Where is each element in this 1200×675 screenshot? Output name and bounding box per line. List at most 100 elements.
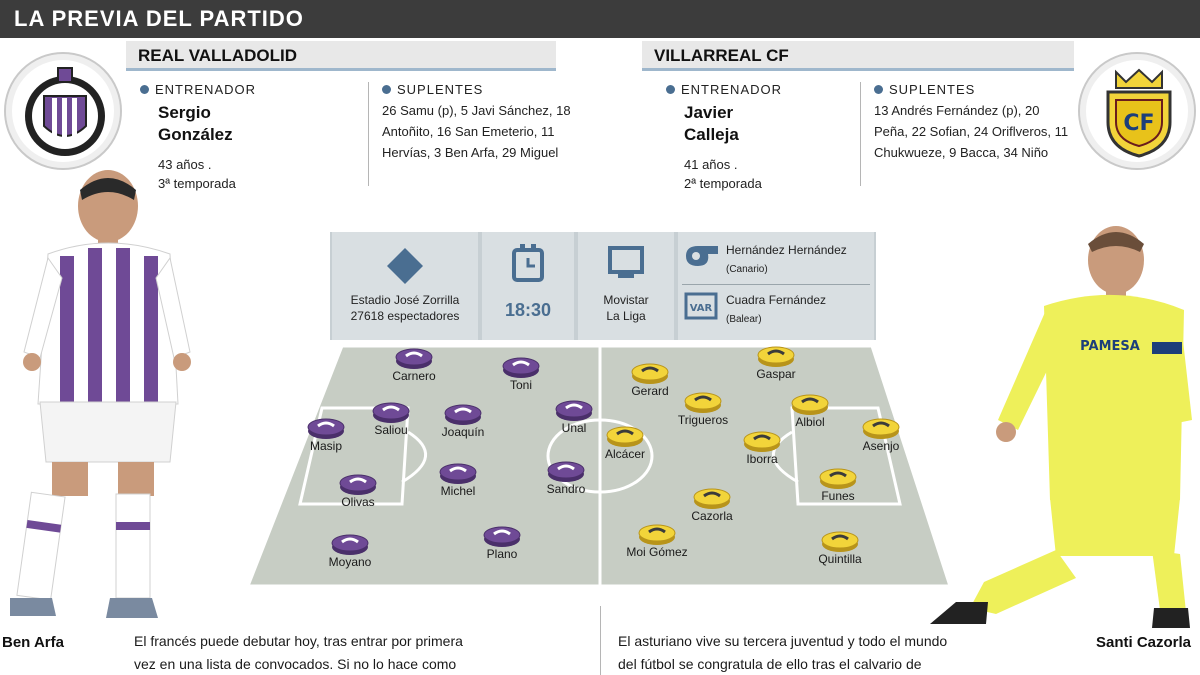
away-player-label-9: Gerard [631,384,669,398]
banner-title: LA PREVIA DEL PARTIDO [14,6,304,31]
away-player-chip-9 [631,363,669,384]
home-player-chip-7 [395,348,433,369]
away-player-chip-11 [606,426,644,447]
home-player-label-5: Joaquín [441,425,485,439]
home-subs-heading: SUPLENTES [382,82,483,97]
var-name: Cuadra Fernández [726,293,827,307]
ball-icon [387,248,423,284]
officials-cell: Hernández Hernández (Canario) VAR Cuadra… [678,232,874,340]
away-player-label-1: Asenjo [862,439,900,453]
away-player-chip-8 [638,524,676,545]
home-player-chip-4 [372,402,410,423]
clock-icon [512,244,544,282]
right-player-name: Santi Cazorla [1096,634,1192,651]
bottom-divider [600,606,601,675]
home-coach-last-name: González [158,125,233,144]
right-bio-line-2: del fútbol se congratula de ello tras el… [618,656,922,672]
away-coach-first-name: Javier [684,103,734,122]
home-coach-first-name: Sergio [158,103,211,122]
svg-text:PAMESA: PAMESA [1080,339,1140,354]
home-player-chip-3 [331,534,369,555]
stadium-capacity: 27618 espectadores [350,309,460,323]
var-icon: VAR [684,292,718,320]
away-coach-heading: ENTRENADOR [666,82,782,97]
away-crest: CF [1078,52,1196,170]
away-player-label-5: Gaspar [756,367,796,381]
away-coach-age: 41 años . [684,157,738,172]
away-player-label-8: Moi Gómez [626,545,688,559]
home-player-chip-5 [444,404,482,425]
away-team-header: VILLARREAL CF [642,41,1074,71]
bullet-icon [140,85,149,94]
right-bio-line-1: El asturiano vive su tercera juventud y … [618,633,948,649]
home-player-label-6: Michel [440,484,476,498]
home-player-label-1: Masip [309,439,343,453]
home-player-chip-2 [339,474,377,495]
away-player-label-3: Funes [821,489,855,503]
home-coach-season: 3ª temporada [158,176,236,191]
home-player-chip-10 [555,400,593,421]
home-player-label-9: Plano [486,547,518,561]
away-player-chip-5 [757,346,795,367]
referee-name: Hernández Hernández [726,243,847,257]
svg-text:VAR: VAR [690,303,713,314]
home-team-name: REAL VALLADOLID [138,46,297,65]
bullet-icon [666,85,675,94]
valladolid-crest-icon [25,67,105,156]
home-team-header: REAL VALLADOLID [126,41,556,71]
home-player-chip-8 [502,357,540,378]
left-bio-line-1: El francés puede debutar hoy, tras entra… [134,633,463,649]
away-player-chip-3 [819,468,857,489]
away-player-chip-4 [821,531,859,552]
tv-cell: Movistar La Liga [578,232,674,340]
home-player-label-7: Carnero [392,369,436,383]
away-subs-list: 13 Andrés Fernández (p), 20 Peña, 22 Sof… [874,103,1069,160]
away-coach-last-name: Calleja [684,125,739,144]
time-cell: 18:30 [482,232,574,340]
svg-text:CF: CF [1123,111,1154,136]
stadium-cell: Estadio José Zorrilla 27618 espectadores [332,232,478,340]
away-subs-heading: SUPLENTES [874,82,975,97]
tv-channel-2: La Liga [606,309,646,323]
home-player-label-2: Olivas [341,495,375,509]
away-player-chip-6 [743,431,781,452]
away-player-label-2: Albiol [795,415,825,429]
away-player-label-7: Cazorla [691,509,733,523]
home-divider [368,82,369,186]
away-divider [860,82,861,186]
home-player-label-3: Moyano [328,555,372,569]
tv-channel-1: Movistar [603,293,649,307]
officials-divider [682,284,870,285]
home-subs-list: 26 Samu (p), 5 Javi Sánchez, 18 Antoñito… [382,103,571,160]
away-team-name: VILLARREAL CF [654,46,789,65]
home-crest [4,52,122,170]
bullet-icon [874,85,883,94]
ben-arfa-photo [10,170,191,618]
home-player-label-8: Toni [509,378,533,392]
away-player-label-6: Iborra [746,452,778,466]
home-player-chip-6 [439,463,477,484]
away-player-chip-7 [693,488,731,509]
away-player-label-11: Alcácer [604,447,646,461]
var-region: (Balear) [726,314,762,325]
top-banner: LA PREVIA DEL PARTIDO [0,0,1200,38]
left-player-name: Ben Arfa [2,634,64,651]
away-player-chip-2 [791,394,829,415]
away-player-chip-1 [862,418,900,439]
home-coach-heading: ENTRENADOR [140,82,256,97]
stadium-name: Estadio José Zorrilla [350,293,460,307]
whistle-icon [686,246,718,266]
away-coach-season: 2ª temporada [684,176,762,191]
home-player-chip-11 [547,461,585,482]
home-player-label-11: Sandro [546,482,586,496]
santi-cazorla-photo: PAMESA [930,226,1192,628]
home-coach-age: 43 años . [158,157,212,172]
home-player-chip-1 [307,418,345,439]
home-player-chip-9 [483,526,521,547]
home-player-label-4: Saliou [374,423,408,437]
villarreal-crest-icon: CF [1106,68,1172,158]
kickoff-time: 18:30 [504,300,552,320]
match-info-panel: Estadio José Zorrilla 27618 espectadores… [330,232,876,340]
tv-icon [608,246,644,278]
home-player-label-10: Unal [561,421,587,435]
